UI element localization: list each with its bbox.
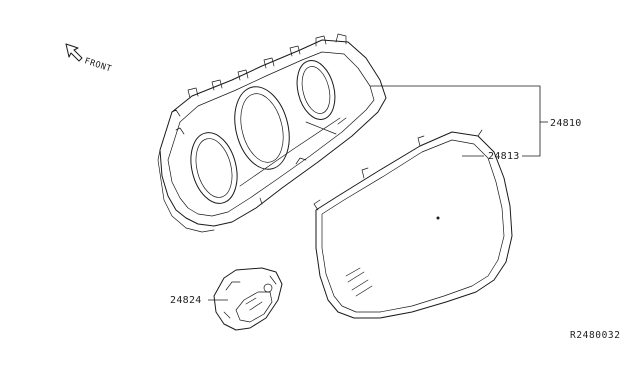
gauge-left (190, 132, 238, 204)
lens-outline (315, 131, 513, 319)
connector-pins (223, 275, 277, 319)
meter-needle (305, 121, 337, 135)
gauge-center (234, 86, 290, 170)
meter-left-side (157, 109, 215, 233)
lens-dot (436, 216, 440, 220)
label-24810: 24810 (550, 118, 582, 129)
reference-code: R2480032 (570, 330, 621, 341)
meter-top-ribs (187, 33, 347, 99)
gauge-right-inner (301, 66, 331, 114)
lens-inner-edge (321, 139, 505, 313)
lens-reflection (345, 267, 373, 297)
meter-housing-rim (167, 51, 375, 217)
front-label: FRONT (83, 56, 113, 74)
leader-lines (208, 85, 548, 301)
meter-assembly-24810 (157, 33, 387, 233)
gauge-right (296, 60, 336, 120)
gauge-center-inner (240, 93, 284, 163)
meter-housing-outline (159, 39, 387, 227)
label-24813: 24813 (488, 151, 520, 162)
lens-tabs (313, 129, 483, 211)
front-indicator: FRONT (65, 43, 113, 75)
label-24824: 24824 (170, 295, 202, 306)
connector-latch (263, 283, 273, 293)
connector-24824 (213, 267, 283, 331)
arrow-up-left-icon (65, 43, 83, 62)
gauge-left-inner (195, 138, 233, 198)
leader-24810 (370, 85, 541, 157)
meter-details (239, 117, 347, 205)
meter-lens-24813 (313, 129, 513, 319)
connector-face (235, 291, 273, 323)
connector-body (213, 267, 283, 331)
